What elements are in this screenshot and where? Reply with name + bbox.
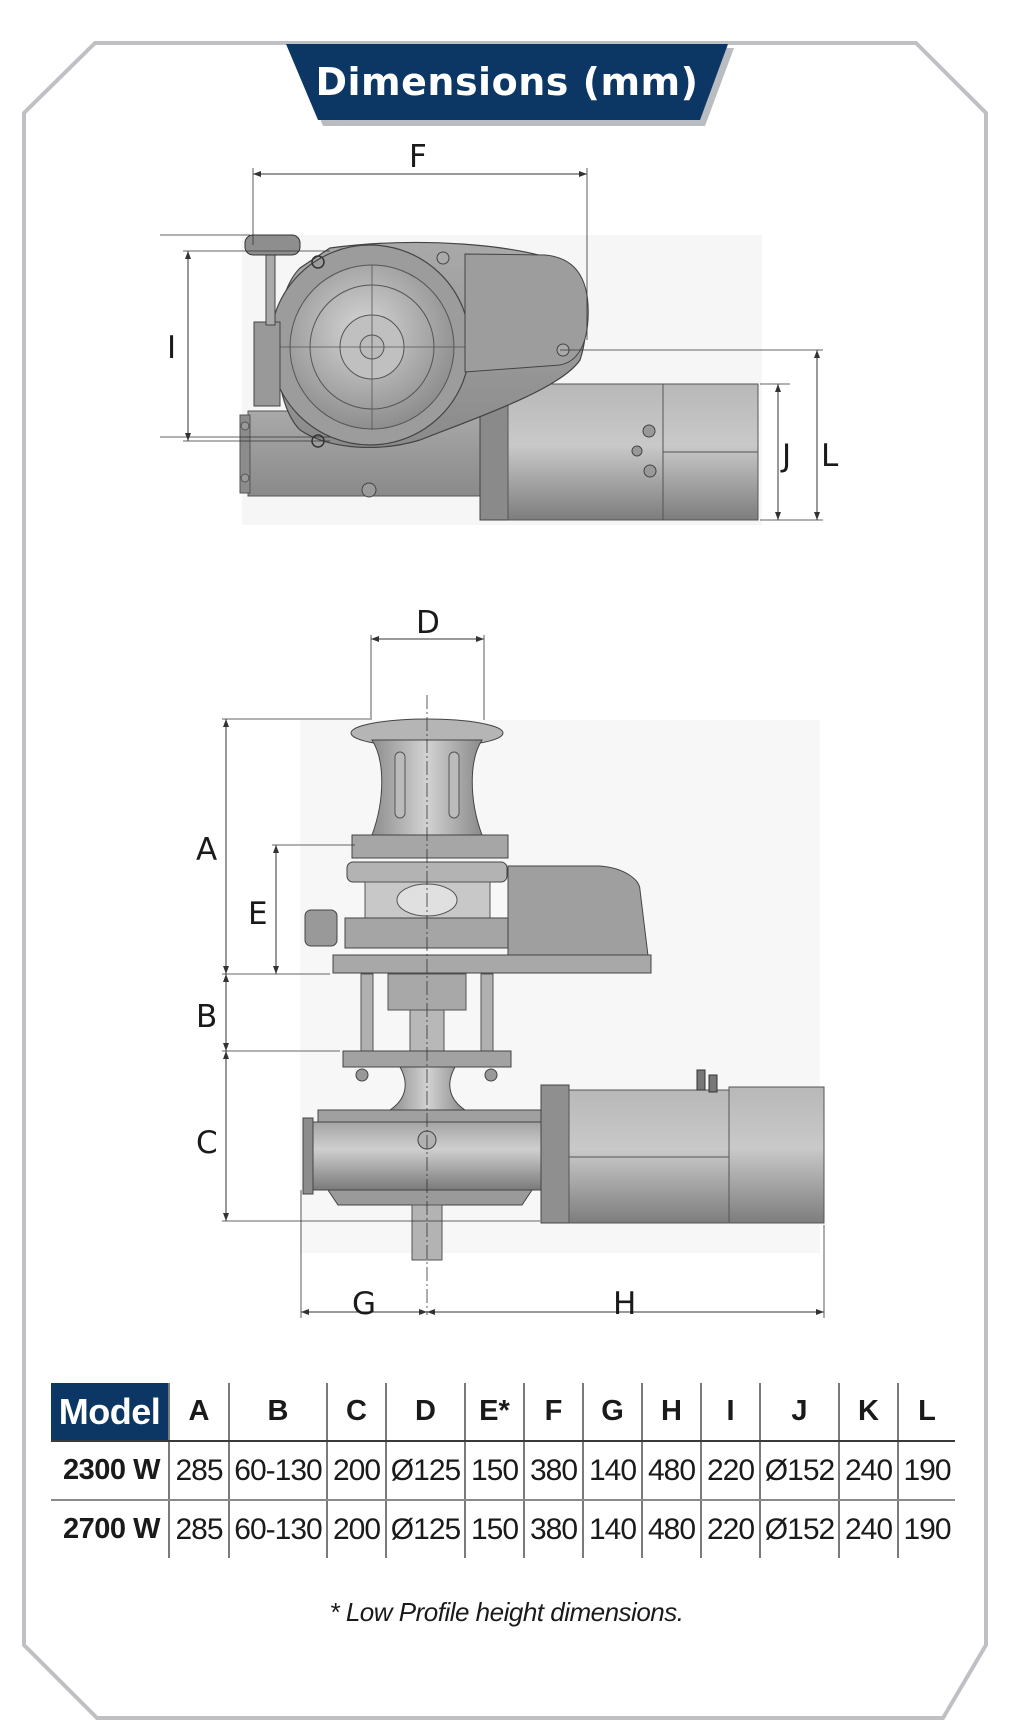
cell-a: 285 bbox=[168, 1500, 229, 1558]
cell-c: 200 bbox=[326, 1441, 386, 1501]
model-cell: 2300 W bbox=[51, 1441, 169, 1501]
dim-label-c: C bbox=[196, 1125, 218, 1161]
cell-b: 60-130 bbox=[228, 1500, 327, 1558]
footnote: * Low Profile height dimensions. bbox=[329, 1597, 684, 1627]
model-cell: 2700 W bbox=[63, 1513, 160, 1545]
header-f: F bbox=[523, 1383, 583, 1442]
cell-k: 240 bbox=[838, 1500, 898, 1558]
dim-label-g: G bbox=[352, 1286, 377, 1322]
cell-b: 60-130 bbox=[228, 1441, 327, 1501]
dim-label-b: B bbox=[196, 999, 218, 1035]
header-model: Model bbox=[51, 1383, 169, 1442]
table-row: 2300 W 285 60-130 200 Ø125 150 380 140 4… bbox=[51, 1441, 955, 1501]
cell-d: Ø125 bbox=[385, 1500, 465, 1558]
cell-i: 220 bbox=[700, 1441, 760, 1501]
header-i: I bbox=[700, 1383, 760, 1442]
header-b: B bbox=[228, 1383, 327, 1442]
dim-label-j: J bbox=[782, 438, 792, 474]
cell-a: 285 bbox=[168, 1441, 229, 1501]
cell-f: 380 bbox=[523, 1441, 583, 1501]
dim-label-e: E bbox=[248, 896, 268, 932]
cell-e: 150 bbox=[464, 1441, 524, 1501]
dimensions-table: Model A B C D E* F G H I J K L 2300 W 28… bbox=[51, 1383, 955, 1558]
header-k: K bbox=[838, 1383, 898, 1442]
header-h: H bbox=[641, 1383, 701, 1442]
cell-h: 480 bbox=[641, 1441, 701, 1501]
cell-j: Ø152 bbox=[759, 1441, 839, 1501]
cell-e: 150 bbox=[464, 1500, 524, 1558]
header-g: G bbox=[582, 1383, 642, 1442]
header-a: A bbox=[168, 1383, 229, 1442]
dim-label-d: D bbox=[416, 605, 440, 641]
cell-f: 380 bbox=[523, 1500, 583, 1558]
cell-d: Ø125 bbox=[385, 1441, 465, 1501]
header-l: L bbox=[897, 1383, 955, 1442]
header-d: D bbox=[385, 1383, 465, 1442]
cell-l: 190 bbox=[897, 1441, 955, 1501]
dim-label-h: H bbox=[613, 1286, 637, 1322]
header-c: C bbox=[326, 1383, 386, 1442]
cell-i: 220 bbox=[700, 1500, 760, 1558]
page-title: Dimensions (mm) bbox=[315, 60, 699, 104]
header-e: E* bbox=[464, 1383, 524, 1442]
cell-g: 140 bbox=[582, 1500, 642, 1558]
dim-label-i: I bbox=[167, 330, 177, 366]
cell-c: 200 bbox=[326, 1500, 386, 1558]
table-header-row: Model A B C D E* F G H I J K L bbox=[51, 1383, 955, 1442]
cell-h: 480 bbox=[641, 1500, 701, 1558]
cell-l: 190 bbox=[897, 1500, 955, 1558]
dim-label-l: L bbox=[821, 438, 839, 474]
cell-j: Ø152 bbox=[759, 1500, 839, 1558]
table-row: 2700 W 285 60-130 200 Ø125 150 380 140 4… bbox=[51, 1500, 955, 1558]
dim-label-a: A bbox=[196, 832, 218, 868]
title-banner bbox=[286, 44, 734, 126]
cell-k: 240 bbox=[838, 1441, 898, 1501]
dim-label-f: F bbox=[409, 139, 427, 175]
cell-g: 140 bbox=[582, 1441, 642, 1501]
header-j: J bbox=[759, 1383, 839, 1442]
